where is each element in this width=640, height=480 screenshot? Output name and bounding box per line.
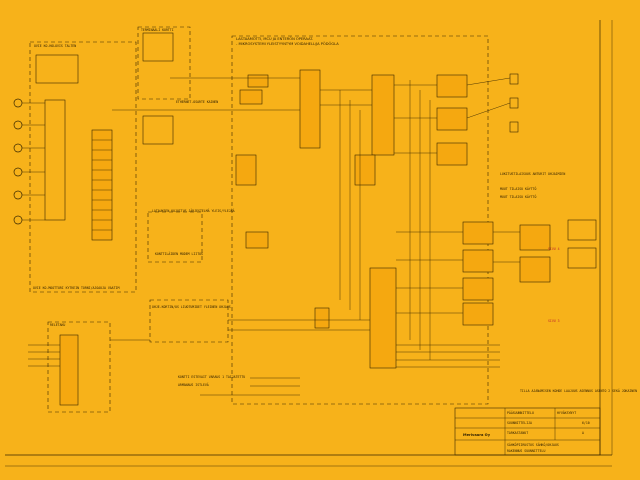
title-block	[454, 407, 601, 456]
sheet-number: 6/10	[582, 421, 590, 425]
red-note-b: SIVU 4	[548, 247, 560, 251]
tb-row-3: TARKASTANUT	[507, 431, 528, 435]
terminal-laptop-2	[142, 115, 174, 145]
tb-row-1: PÄÄSUUNNITTELU	[507, 410, 534, 415]
left-terminal-strip	[91, 129, 113, 241]
right-label-c: MUUT TILAISU KÄYTTÖ	[500, 194, 537, 199]
doc-title: SÄHKÖPIIRUSTUS SÄHKÖ/OHJAUS	[507, 442, 559, 447]
terminal-dashed-box	[137, 26, 191, 100]
wire-bundle	[110, 77, 520, 396]
tb-row-2: SUUNNITTELIJA	[507, 421, 532, 425]
ethernet-label: ETHERNET-OSARTE KAINEN	[176, 100, 218, 104]
tb-row-4: HYVÄKSYNYT	[557, 410, 576, 415]
lower-center-label: OHJE-KORTIN/OS LIUOTUMIDET YLEINEN OHJAU…	[152, 305, 231, 309]
center-lower-label: KONTTILÄIDEN MODEM LIITOS	[155, 251, 203, 256]
left-dashed-panel	[29, 41, 137, 293]
top-terminal-label: TERMINAALI KORTTI	[141, 28, 174, 32]
right-displays	[567, 219, 597, 269]
latauksen-label: LATAUKSEN KUJOITUS JÄRJESTELMÄ YLEIS/YLE…	[152, 208, 235, 213]
doc-sub: RAKENNUS SUUNNITTELU	[507, 449, 545, 453]
central-dashed-panel	[231, 35, 489, 405]
relay-dashed-panel	[47, 321, 111, 413]
left-sensor-group	[13, 98, 66, 225]
right-relay-boxes	[436, 74, 551, 326]
left-panel-title: OVIE KO-HOLOVIS TALTEN	[34, 44, 76, 48]
left-panel-terminal-box	[35, 54, 79, 84]
latauksen-dashed-box	[147, 211, 203, 263]
revision: A	[582, 431, 584, 435]
right-label-b: MUUT TILAISU KÄYTTÖ	[500, 186, 537, 191]
page-title-line-1: LASTAAMOTTI, MCU JA ENTERÖN OPERAAT.	[236, 36, 313, 41]
lower-center-dashed-box	[149, 299, 229, 343]
bottom-label-b: ARMANAUS ISTLEVÄ	[178, 382, 209, 387]
relay-inputs	[28, 344, 60, 367]
bottom-label-a: KONTTI ESTEVAIT VARAUS 1 TAIJATETTU	[178, 375, 245, 379]
relay-title: RELETAKU	[50, 323, 65, 327]
terminal-laptop-1	[142, 32, 174, 62]
company-name: Merivaara Oy	[463, 433, 491, 437]
central-modules	[235, 69, 397, 369]
right-sensors	[509, 73, 519, 133]
bottom-right-note: TILLA AJANAMISEN KOHDE LAAJUUS ASENNUS A…	[520, 388, 637, 393]
right-label-a: LUKITUSTILAISUUS ANTURIT OHJAIMIEN	[500, 172, 565, 176]
red-note-a: SIVU 3	[548, 319, 560, 323]
relay-terminal-block	[59, 334, 79, 406]
left-panel-footer: OVIE KO-MOOTTORI KYTKEIN TORNI/AJOAUJA V…	[33, 286, 119, 290]
page-title-line-2: - MIKROSYSTEMI YLEISTYYNTYM VOIDAHELL/JA…	[236, 41, 339, 46]
